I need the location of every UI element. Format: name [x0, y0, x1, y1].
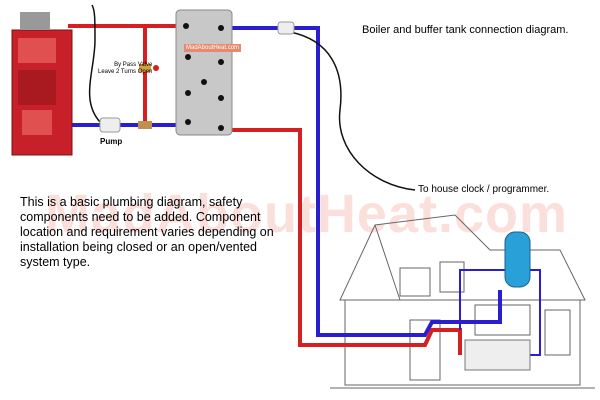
- watermark: MadAboutHeat.com: [45, 184, 569, 244]
- house-sketch: [330, 214, 595, 389]
- radiator: [464, 339, 531, 371]
- bypass-valve: [139, 64, 159, 72]
- note-text: This is a basic plumbing diagram, safety…: [20, 195, 274, 269]
- bypass-label-2: Leave 2 Turns Open: [98, 69, 153, 75]
- boiler: [11, 12, 73, 156]
- fitting: [138, 121, 152, 129]
- return-pipe-house: [228, 26, 502, 337]
- tank-logo: MadAboutHeat.com: [184, 44, 242, 52]
- clock-label: To house clock / programmer.: [418, 184, 550, 195]
- valve-top: [277, 21, 295, 35]
- expansion-vessel: [504, 231, 531, 288]
- pump: [99, 117, 121, 133]
- pump-label: Pump: [100, 137, 123, 146]
- bypass-label-1: By Pass Valve: [114, 62, 153, 68]
- diagram-title: Boiler and buffer tank connection diagra…: [362, 24, 569, 36]
- pump-wire: [88, 4, 101, 123]
- controller-wire: [289, 31, 416, 191]
- buffer-tank: [175, 9, 233, 136]
